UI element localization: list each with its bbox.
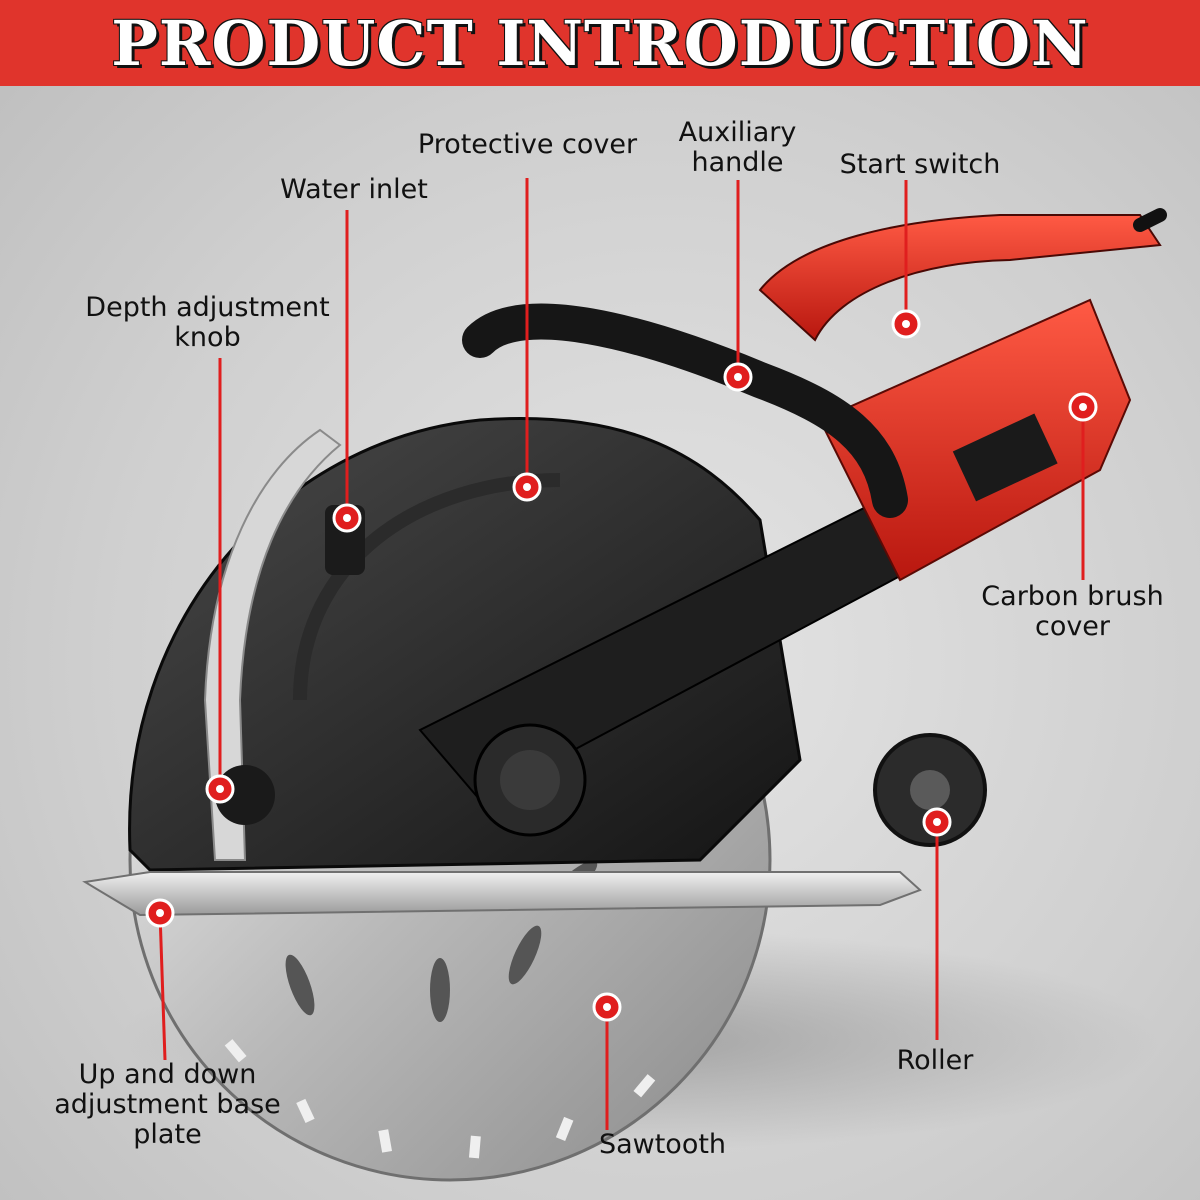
dot-base-plate (145, 898, 175, 928)
rear-handle (758, 214, 1162, 342)
leader-lines (158, 178, 1085, 1130)
dot-roller (922, 807, 952, 837)
label-roller: Roller (896, 1045, 974, 1076)
dot-start-switch (891, 309, 921, 339)
label-sawtooth: Sawtooth (598, 1129, 727, 1160)
indicator-dots (145, 309, 1098, 1022)
base-plate-shape (82, 871, 922, 917)
label-carbon-brush-cover: Carbon brush cover (981, 581, 1164, 642)
protective-cover-shape (128, 416, 802, 872)
dot-depth-knob (205, 774, 235, 804)
label-water-inlet: Water inlet (280, 174, 428, 205)
power-cord (1133, 208, 1167, 232)
motor-vent (952, 413, 1058, 502)
label-protective-cover: Protective cover (417, 129, 638, 160)
arbor-core (500, 750, 560, 810)
dot-sawtooth (592, 992, 622, 1022)
label-base-plate: Up and down adjustment base plate (54, 1059, 281, 1150)
dot-water-inlet (332, 503, 362, 533)
leader-base-plate (158, 912, 167, 1061)
roller-hub (910, 770, 950, 810)
label-start-switch: Start switch (839, 149, 1001, 180)
blade-teeth (224, 1039, 656, 1159)
title-banner: PRODUCT INTRODUCTION (0, 0, 1200, 86)
dot-auxiliary-handle (723, 362, 753, 392)
dot-carbon-brush (1068, 392, 1098, 422)
label-depth-adjustment-knob: Depth adjustment knob (85, 292, 330, 353)
dot-protective-cover (512, 472, 542, 502)
cover-rib (293, 473, 561, 701)
label-auxiliary-handle: Auxiliary handle (678, 117, 797, 178)
page-title: PRODUCT INTRODUCTION (111, 6, 1089, 80)
